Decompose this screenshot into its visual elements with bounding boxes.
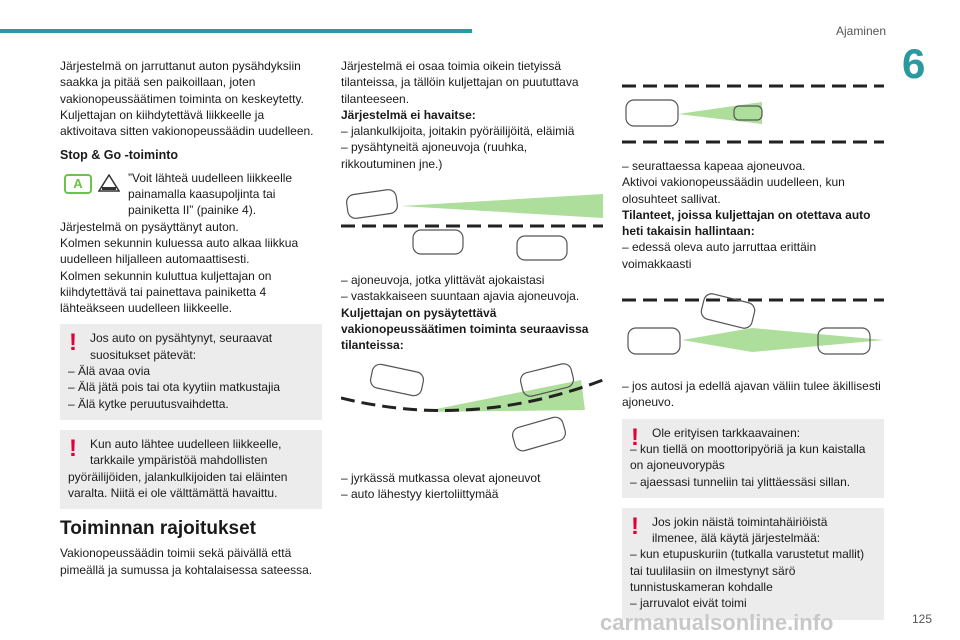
auto-mode-icon: A <box>64 173 92 194</box>
after-fig2-item: – auto lähestyy kiertoliittymää <box>341 486 499 501</box>
warning-2-intro: Kun auto lähtee uudelleen liikkeelle, ta… <box>90 436 282 468</box>
after-fig-item: – jos autosi ja edellä ajavan väliin tul… <box>622 379 881 410</box>
stopgo-text-2: Järjestelmä on pysäyttänyt auton. <box>60 219 239 234</box>
watermark: carmanualsonline.info <box>600 610 834 635</box>
warning-box-2: ! Kun auto lähtee uudelleen liikkeelle, … <box>60 429 322 510</box>
warning-1-item: – Älä kytke peruutusvaihdetta. <box>68 396 229 411</box>
warning-box-4: ! Jos jokin näistä toimintahäiriöistä il… <box>622 507 884 620</box>
col1-intro: Järjestelmä on jarruttanut auton pysähdy… <box>60 59 314 139</box>
control-title: Tilanteet, joissa kuljettajan on otettav… <box>622 207 871 239</box>
control-item: – edessä oleva auto jarruttaa erittäin v… <box>622 240 817 271</box>
after-fig1-item: – vastakkaiseen suuntaan ajavia ajoneuvo… <box>341 289 580 304</box>
after-fig2-item: – jyrkässä mutkassa olevat ajoneuvot <box>341 470 541 485</box>
warning-4-item: – jarruvalot eivät toimi <box>630 596 747 611</box>
warning-1-item: – Älä avaa ovia <box>68 364 151 379</box>
stopgo-text-4: Kolmen sekunnin kuluttua kuljettajan on … <box>60 268 272 316</box>
header-accent-bar <box>0 29 472 33</box>
cut-in-illustration <box>622 293 884 355</box>
column-3: – seurattaessa kapeaa ajoneuvoa. Aktivoi… <box>622 58 884 630</box>
driver-stop-title: Kuljettajan on pysäytettävä vakionopeuss… <box>341 305 589 353</box>
after-fig1-item: – ajoneuvoja, jotka ylittävät ajokaistas… <box>341 273 545 288</box>
warning-1-intro: Jos auto on pysähtynyt, seuraavat suosit… <box>90 331 273 362</box>
exclamation-icon: ! <box>631 423 639 451</box>
limits-text: Vakionopeussäädin toimii sekä päivällä e… <box>60 546 313 577</box>
stopgo-text-3: Kolmen sekunnin kuluessa auto alkaa liik… <box>60 235 299 267</box>
stopgo-text-1: ”Voit lähteä uudelleen liikkeelle painam… <box>128 170 293 218</box>
stopgo-icons: A <box>60 170 128 204</box>
chapter-number: 6 <box>902 40 926 87</box>
warning-box-1: ! Jos auto on pysähtynyt, seuraavat suos… <box>60 324 322 420</box>
page-number: 125 <box>911 612 932 626</box>
warning-3-intro: Ole erityisen tarkkaavainen: <box>652 425 801 440</box>
column-1: Järjestelmä on jarruttanut auton pysähdy… <box>60 58 322 578</box>
warning-1-item: – Älä jätä pois tai ota kyytiin matkusta… <box>68 380 281 395</box>
sharp-curve-illustration <box>341 362 603 451</box>
warning-triangle-icon <box>98 173 120 192</box>
exclamation-icon: ! <box>631 512 639 540</box>
reactivate-text: Aktivoi vakionopeussäädin uudelleen, kun… <box>622 175 845 206</box>
not-detected-item: – jalankulkijoita, joitakin pyöräilijöit… <box>341 124 575 139</box>
column-2: Järjestelmä ei osaa toimia oikein tietyi… <box>341 58 603 502</box>
warning-4-item: – kun etupuskuriin (tutkalla varustetut … <box>630 547 865 595</box>
warning-box-3: ! Ole erityisen tarkkaavainen: – kun tie… <box>622 418 884 498</box>
stopgo-title: Stop & Go -toiminto <box>60 148 179 163</box>
not-detected-item: – pysähtyneitä ajoneuvoja (ruuhka, rikko… <box>341 140 528 171</box>
exclamation-icon: ! <box>69 329 77 357</box>
limits-heading: Toiminnan rajoitukset <box>60 518 257 540</box>
not-detected-title: Järjestelmä ei havaitse: <box>341 107 476 122</box>
col2-intro: Järjestelmä ei osaa toimia oikein tietyi… <box>341 59 579 106</box>
stopgo-block: A ”Voit lähteä uudelleen liikkeelle pain… <box>60 170 322 317</box>
exclamation-icon: ! <box>69 434 77 462</box>
stopped-vehicle-illustration <box>341 189 603 261</box>
section-title: Ajaminen <box>835 24 886 38</box>
warning-2-text: pyöräilijöiden, jalankulkijoiden tai elä… <box>68 469 288 500</box>
narrow-vehicle-illustration <box>622 84 884 144</box>
warning-3-item: – kun tiellä on moottoripyöriä ja kun ka… <box>630 441 866 473</box>
warning-3-item: – ajaessasi tunneliin tai ylittäessäsi s… <box>630 474 851 489</box>
warning-4-intro: Jos jokin näistä toimintahäiriöistä ilme… <box>652 514 828 546</box>
col3-item-1: – seurattaessa kapeaa ajoneuvoa. <box>622 159 806 173</box>
